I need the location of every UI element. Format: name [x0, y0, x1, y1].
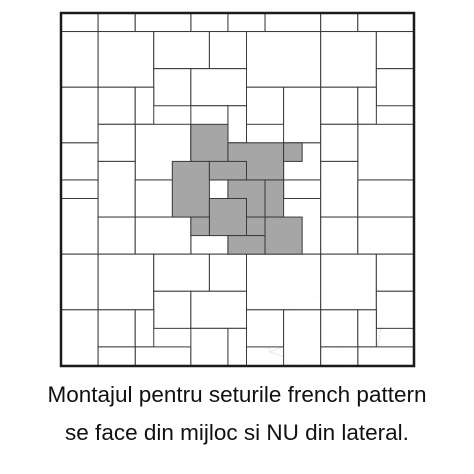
tile — [153, 31, 210, 70]
tile — [60, 86, 99, 144]
tile — [283, 179, 322, 199]
tile — [357, 179, 414, 218]
tile — [153, 253, 210, 292]
tile — [264, 12, 322, 33]
tile — [357, 216, 414, 255]
caption-line-2: se face din mijloc si NU din lateral. — [65, 420, 409, 445]
tile — [283, 86, 322, 144]
tile — [97, 31, 155, 88]
tile — [320, 160, 359, 218]
highlighted-tile — [246, 216, 266, 237]
tile — [60, 253, 99, 311]
tile — [190, 68, 248, 107]
tile — [97, 253, 155, 311]
highlighted-tile — [190, 216, 210, 237]
tile — [97, 346, 136, 366]
tile — [246, 31, 322, 88]
tile — [227, 327, 247, 366]
pattern-outer-border — [59, 11, 416, 368]
tile — [227, 12, 266, 33]
tile — [134, 86, 155, 125]
tile — [320, 12, 359, 33]
tile — [97, 309, 136, 348]
tile — [60, 179, 99, 199]
tile — [190, 290, 248, 329]
highlighted-tile — [283, 142, 303, 162]
tile — [97, 123, 136, 162]
tile — [375, 31, 414, 70]
tile — [357, 309, 377, 348]
highlighted-tile — [208, 198, 247, 237]
tile — [357, 123, 414, 181]
tile — [153, 290, 192, 329]
tile — [246, 86, 285, 125]
tile — [375, 253, 414, 292]
tile — [320, 346, 359, 366]
tile — [134, 216, 192, 255]
tile — [60, 142, 99, 181]
tile — [97, 160, 136, 218]
tile — [153, 68, 192, 107]
tile — [208, 31, 247, 70]
tile — [190, 12, 229, 33]
tile — [97, 12, 136, 33]
tile — [134, 346, 192, 366]
highlighted-tile — [264, 179, 285, 218]
tile — [246, 253, 322, 311]
tile — [208, 253, 247, 292]
highlighted-tile — [208, 160, 247, 181]
tile — [97, 86, 136, 125]
tile — [375, 290, 414, 329]
highlighted-center-tiles — [171, 123, 303, 255]
tile — [320, 309, 359, 348]
tile — [190, 327, 229, 366]
highlighted-tile — [171, 160, 210, 218]
tile — [60, 198, 99, 255]
tile — [60, 309, 99, 366]
tile — [320, 253, 377, 311]
tile — [246, 309, 285, 348]
tile — [320, 123, 359, 162]
highlighted-tile — [227, 235, 266, 255]
tile — [134, 12, 192, 33]
tile — [357, 86, 377, 125]
tile — [283, 309, 322, 366]
tile — [320, 216, 359, 255]
tile — [357, 346, 414, 366]
tile — [60, 31, 99, 88]
tile — [134, 309, 155, 348]
caption-line-1: Montajul pentru seturile french pattern — [47, 382, 427, 407]
tile — [320, 86, 359, 125]
tile — [97, 216, 136, 255]
highlighted-tile — [264, 216, 303, 255]
tile — [227, 105, 247, 144]
tile — [60, 12, 99, 33]
tile — [375, 68, 414, 107]
tile — [320, 31, 377, 88]
tile — [357, 12, 414, 33]
